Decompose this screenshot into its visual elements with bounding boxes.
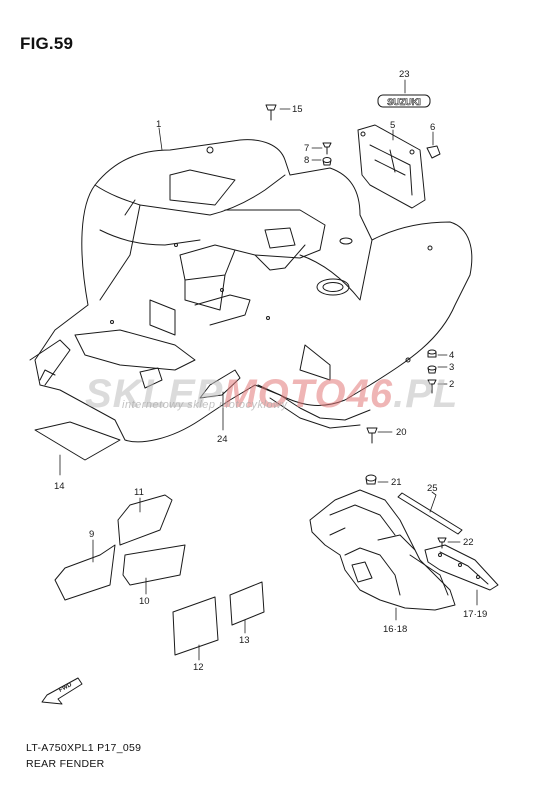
callout-25: 25	[427, 483, 438, 494]
side-guard-part	[424, 544, 499, 591]
callout-17-19: 17·19	[463, 609, 487, 620]
callout-12: 12	[193, 662, 204, 673]
grommet-21-part	[365, 474, 377, 485]
grommet-8-part	[322, 157, 332, 166]
callout-24: 24	[217, 434, 228, 445]
grommet-3-part	[427, 365, 437, 374]
watermark-logo: SKLEPMOTO46.PL	[85, 372, 459, 416]
screw-15-part	[265, 104, 277, 121]
callout-9: 9	[89, 529, 94, 540]
screw-22-part	[437, 537, 447, 549]
decal-9-part	[54, 544, 116, 601]
callout-22: 22	[463, 537, 474, 548]
callout-6: 6	[430, 122, 435, 133]
callout-10: 10	[139, 596, 150, 607]
watermark-tagline: internetowy sklep motocyklowy	[122, 399, 288, 411]
callout-23: 23	[399, 69, 410, 80]
callout-7: 7	[304, 143, 309, 154]
bracket-part	[357, 124, 426, 209]
callout-8: 8	[304, 155, 309, 166]
suzuki-emblem-part	[377, 94, 431, 108]
screw-7-part	[322, 142, 332, 155]
fwd-arrow-icon	[41, 677, 83, 705]
callout-20: 20	[396, 427, 407, 438]
leader-lines	[59, 79, 478, 661]
callout-1: 1	[156, 119, 161, 130]
pad-14-part	[34, 421, 121, 461]
callout-16-18: 16·18	[383, 624, 407, 635]
pad-12-part	[172, 596, 219, 656]
callout-15: 15	[292, 104, 303, 115]
figure-title: FIG.59	[20, 34, 74, 53]
clip-part	[426, 145, 441, 159]
emblem-text: SUZUKI	[387, 97, 421, 107]
callout-11: 11	[134, 487, 144, 498]
callout-2: 2	[449, 379, 454, 390]
strip-25-part	[397, 492, 463, 535]
mud-flap-part	[309, 489, 456, 611]
callout-3: 3	[449, 362, 454, 373]
decal-11-part	[117, 494, 173, 546]
callout-21: 21	[391, 477, 402, 488]
screw-20-part	[366, 427, 378, 444]
bolt-2-part	[427, 379, 437, 394]
callout-numbers: 1 15 23 5 6 7 8 4 3 2 24 14 20 21 25 22 …	[54, 69, 487, 673]
decal-10-part	[122, 544, 186, 586]
rear-fender-part	[29, 139, 473, 443]
callout-14: 14	[54, 481, 65, 492]
diagram-code: LT-A750XPL1 P17_059	[26, 742, 142, 754]
pad-13-part	[229, 581, 265, 626]
callout-13: 13	[239, 635, 250, 646]
diagram-name: REAR FENDER	[26, 758, 105, 770]
washer-4-part	[427, 349, 437, 358]
callout-4: 4	[449, 350, 454, 361]
callout-5: 5	[390, 120, 395, 131]
